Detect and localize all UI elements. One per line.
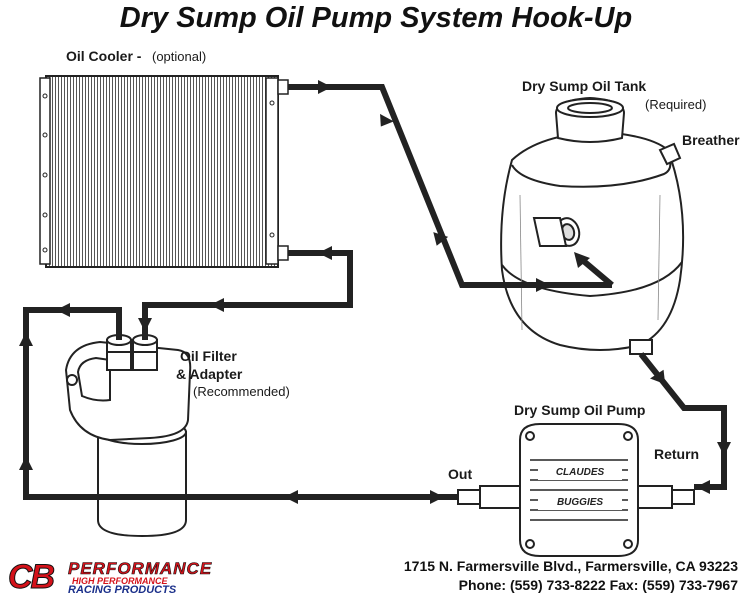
contact-block: 1715 N. Farmersville Blvd., Farmersville… [404,557,738,595]
label-return: Return [654,446,700,462]
label-filter-note: (Recommended) [193,384,290,399]
logo-racing-products: RACING PRODUCTS [68,584,177,596]
logo-tagline: HIGH PERFORMANCE [72,576,168,586]
oil-filter [64,334,192,538]
line-tank-to-pump [638,352,727,490]
label-breather: Breather [682,132,740,148]
logo-performance: PERFORMANCE [68,559,213,579]
oil-tank [500,96,685,355]
line-tank-inlet-arrow [578,255,614,288]
diagram-title: Dry Sump Oil Pump System Hook-Up [119,2,633,34]
logo-cb: CB [7,558,55,597]
oil-pump [457,423,695,557]
label-pump: Dry Sump Oil Pump [514,402,646,418]
label-oil-cooler-note: (optional) [152,49,207,64]
flow-arrows [19,80,731,504]
line-filter-to-pump [23,307,458,500]
label-oil-cooler: Oil Cooler - [66,48,142,64]
pump-cast-text-1: CLAUDES [556,467,605,478]
label-tank-note: (Required) [645,97,707,112]
pump-cast-text-2: BUGGIES [557,497,603,508]
contact-phone-fax: Phone: (559) 733-8222 Fax: (559) 733-796… [458,577,738,593]
label-tank: Dry Sump Oil Tank [522,78,647,94]
contact-address: 1715 N. Farmersville Blvd., Farmersville… [403,558,738,574]
label-out: Out [448,466,473,482]
label-filter-line1: Oil Filter [180,348,237,364]
oil-cooler [39,75,289,268]
cb-performance-logo: CB PERFORMANCE HIGH PERFORMANCE RACING P… [7,558,211,597]
label-filter-line2: & Adapter [176,366,243,382]
